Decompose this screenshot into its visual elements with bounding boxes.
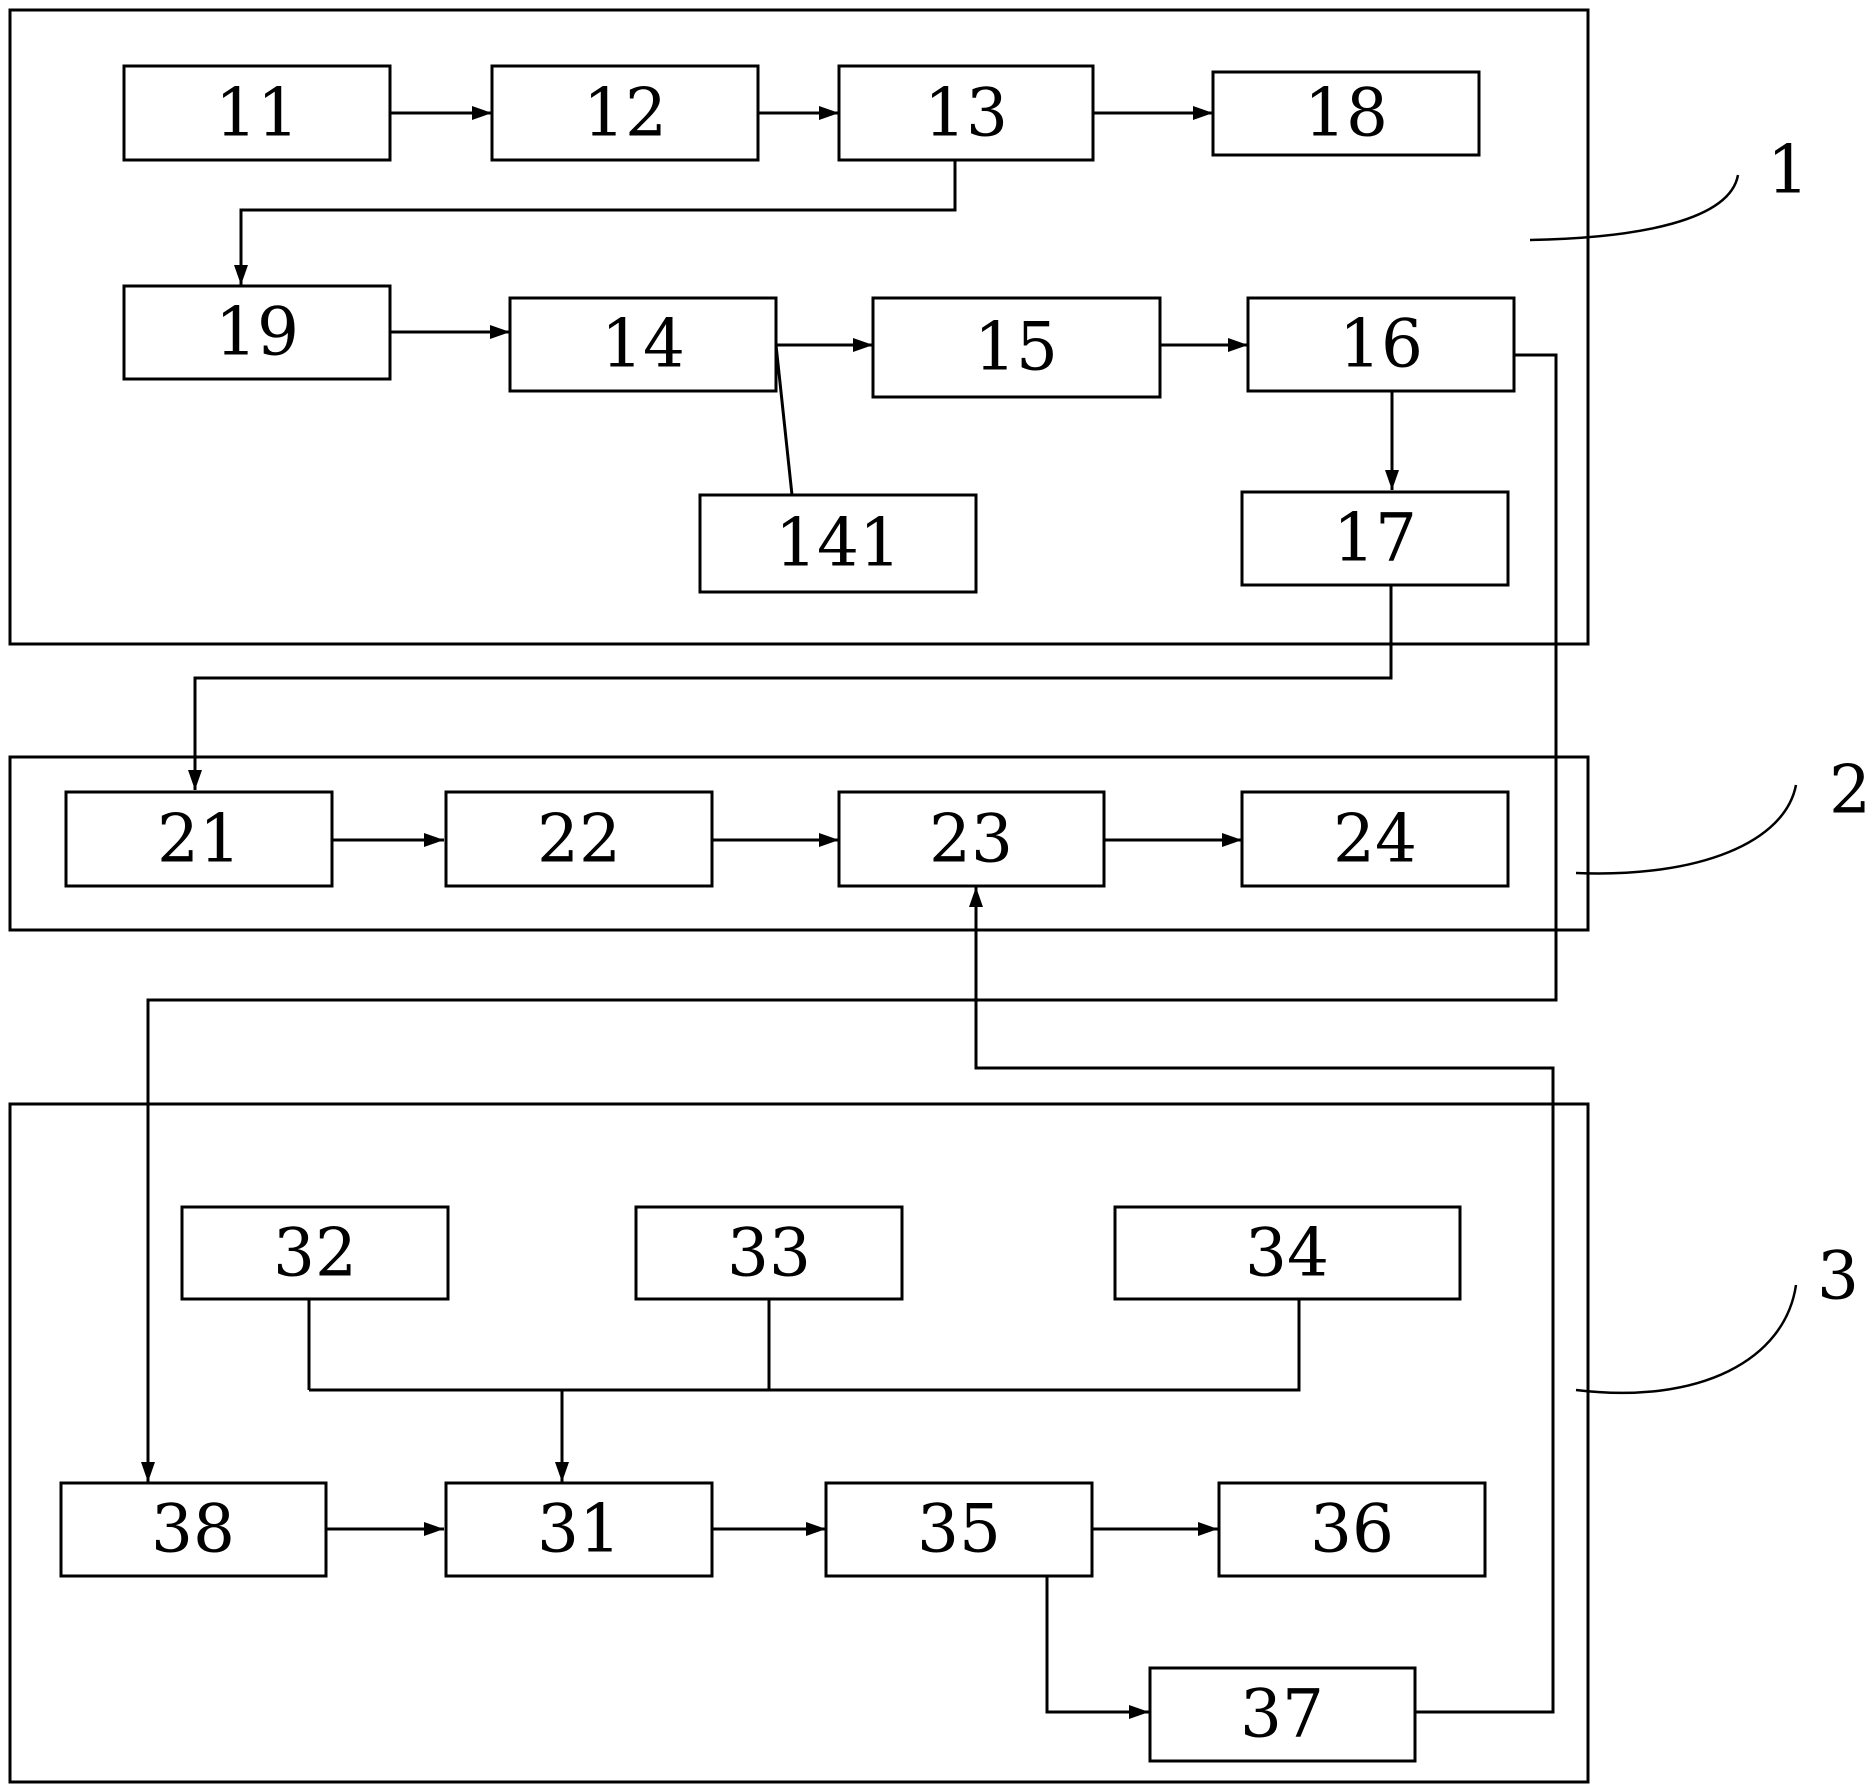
node-11: 11: [122, 64, 392, 162]
node-15: 15: [871, 296, 1162, 399]
group-3-frame: [8, 1102, 1590, 1784]
node-21-label: 21: [157, 801, 241, 878]
node-18: 18: [1211, 70, 1481, 157]
node-24-label: 24: [1333, 801, 1417, 878]
node-35: 35: [824, 1481, 1094, 1578]
node-36-label: 36: [1310, 1491, 1394, 1568]
node-18-label: 18: [1304, 75, 1388, 152]
node-12-label: 12: [583, 75, 667, 152]
group-1-label: 1: [1767, 132, 1809, 209]
node-16: 16: [1246, 296, 1516, 393]
node-22: 22: [444, 790, 714, 888]
node-38: 38: [59, 1481, 328, 1578]
edge-17-21: [188, 585, 1393, 790]
node-33-label: 33: [727, 1215, 811, 1292]
node-37: 37: [1148, 1666, 1417, 1763]
group-3-label: 3: [1817, 1238, 1859, 1315]
node-31: 31: [444, 1481, 714, 1578]
edge-34-bus: [309, 1299, 1301, 1392]
node-11-label: 11: [215, 75, 299, 152]
node-37-label: 37: [1240, 1676, 1324, 1753]
node-38-label: 38: [151, 1491, 235, 1568]
node-33: 33: [634, 1205, 904, 1301]
group-1-frame: [8, 8, 1590, 646]
node-141-label: 141: [775, 505, 901, 582]
node-141: 141: [698, 493, 978, 594]
node-17: 17: [1240, 490, 1510, 587]
node-36: 36: [1217, 1481, 1487, 1578]
node-23-label: 23: [929, 801, 1013, 878]
node-14-label: 14: [601, 306, 685, 383]
callout-leader-1: [1529, 174, 1740, 242]
node-14: 14: [508, 296, 778, 393]
node-15-label: 15: [974, 309, 1058, 386]
node-32-label: 32: [273, 1215, 357, 1292]
edge-14-141: [774, 344, 794, 496]
node-34-label: 34: [1245, 1215, 1329, 1292]
node-17-label: 17: [1333, 500, 1417, 577]
node-13-label: 13: [924, 75, 1008, 152]
node-21: 21: [64, 790, 334, 888]
node-32: 32: [180, 1205, 450, 1301]
node-31-label: 31: [537, 1491, 621, 1568]
edge-13-19: [234, 160, 957, 285]
node-35-label: 35: [917, 1491, 1001, 1568]
node-13: 13: [837, 64, 1095, 162]
node-16-label: 16: [1339, 306, 1423, 383]
node-19: 19: [122, 284, 392, 381]
node-23: 23: [837, 790, 1106, 888]
callout-leader-3: [1575, 1284, 1798, 1395]
node-12: 12: [490, 64, 760, 162]
group-2-label: 2: [1829, 752, 1871, 829]
callout-leader-2: [1575, 784, 1798, 875]
node-22-label: 22: [537, 801, 621, 878]
edge-16-38: [141, 353, 1558, 1482]
edge-35-37: [1045, 1576, 1149, 1719]
node-24: 24: [1240, 790, 1510, 888]
node-34: 34: [1113, 1205, 1462, 1301]
node-19-label: 19: [215, 294, 299, 371]
group-2-frame: [8, 755, 1590, 932]
edge-37-23: [969, 887, 1555, 1714]
